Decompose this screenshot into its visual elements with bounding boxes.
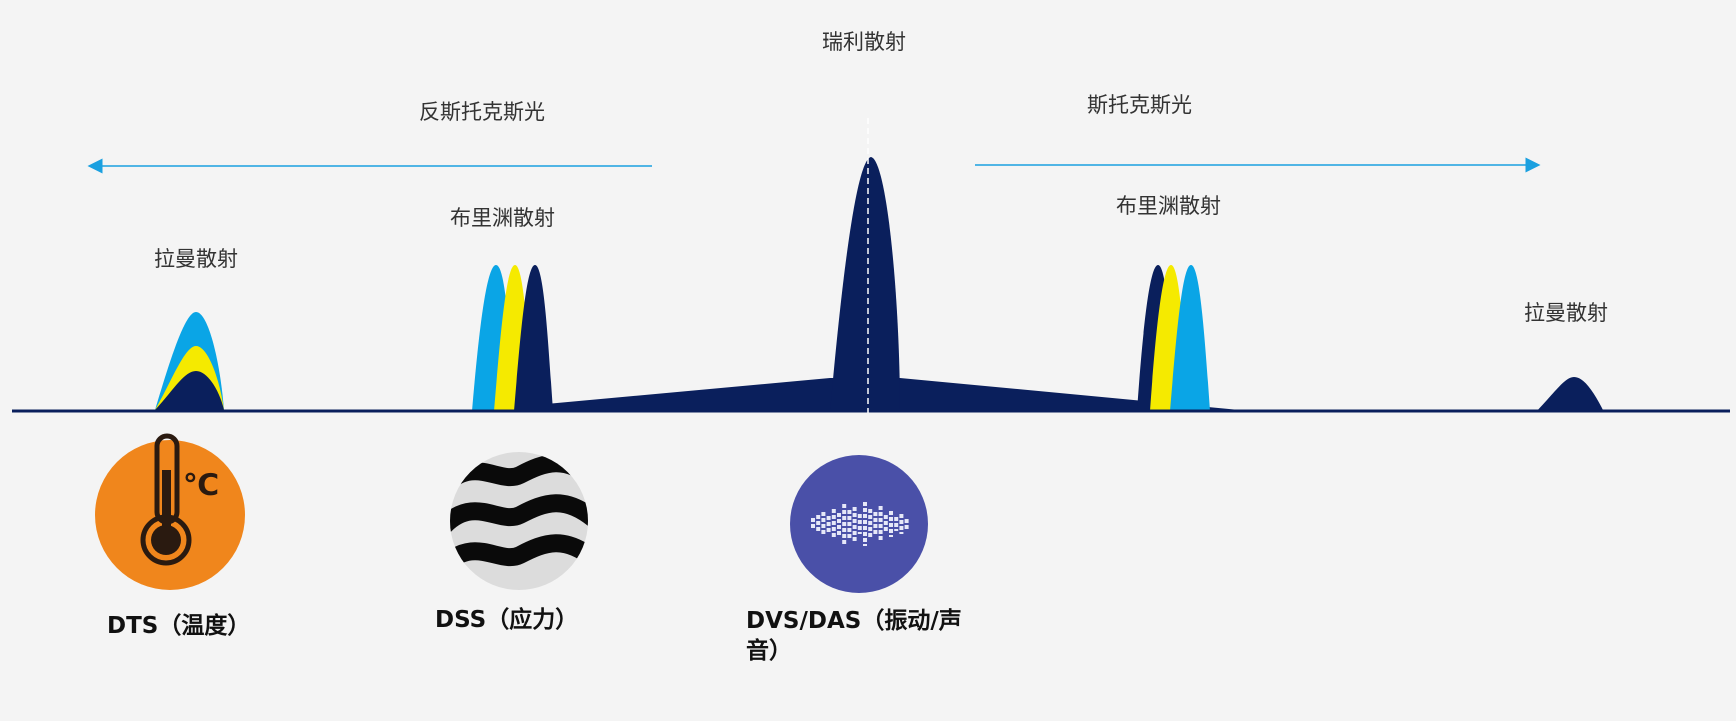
stokes-label: 斯托克斯光 xyxy=(1087,93,1192,117)
brillouin-left-peak-navy xyxy=(514,265,553,411)
raman-right-peak xyxy=(1536,377,1604,412)
anti-stokes-label: 反斯托克斯光 xyxy=(419,100,545,124)
raman-left-label: 拉曼散射 xyxy=(154,247,238,271)
brillouin-right-peak-cyan xyxy=(1170,265,1210,411)
dts-caption: DTS（温度） xyxy=(107,613,251,639)
brillouin-right-label: 布里渊散射 xyxy=(1116,194,1221,218)
sound-wave-icon xyxy=(790,455,928,593)
rayleigh-label: 瑞利散射 xyxy=(822,30,906,54)
dss-caption: DSS（应力） xyxy=(435,607,579,633)
brillouin-left-label: 布里渊散射 xyxy=(450,206,555,230)
raman-right-label: 拉曼散射 xyxy=(1524,301,1608,325)
celsius-unit-text: ℃ xyxy=(183,468,219,503)
thermometer-icon: ℃ xyxy=(95,433,245,590)
dvs-caption: DVS/DAS（振动/声音） xyxy=(746,608,962,664)
raman-left-peak-navy xyxy=(155,371,224,410)
wave-strain-icon xyxy=(450,452,588,590)
rayleigh-peak xyxy=(830,157,900,412)
